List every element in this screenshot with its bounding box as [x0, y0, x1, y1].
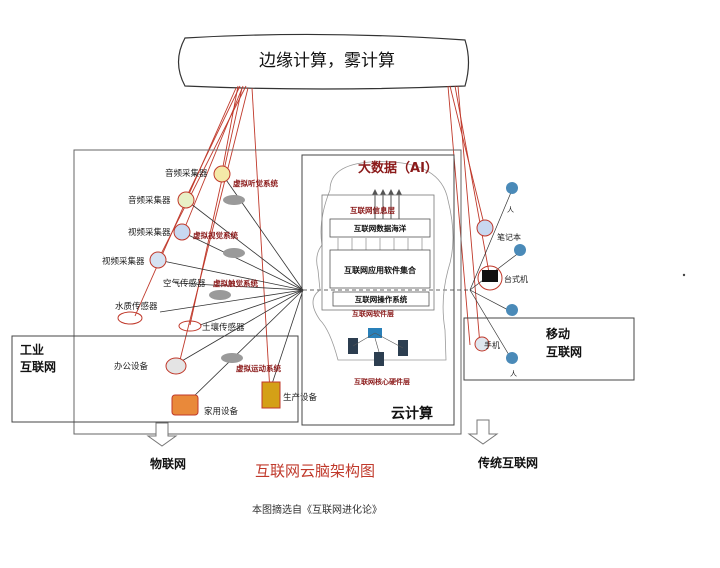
person-icons [506, 182, 526, 364]
mobile-internet-line2: 互联网 [546, 345, 582, 359]
device-label-2: 视频采集器 [128, 227, 171, 238]
device-label-8: 家用设备 [204, 406, 239, 417]
node-visual [223, 248, 245, 258]
mobile-phone-label: 手机 [484, 340, 500, 350]
mobile-internet-box: 移动 互联网 [463, 317, 635, 381]
person-icon [506, 304, 518, 316]
soil-sensor-icon [178, 320, 202, 332]
device-label-4: 空气传感器 [163, 278, 206, 289]
video-collector-icon [173, 223, 191, 241]
virtual-system-nodes [209, 195, 245, 363]
device-label-1: 音频采集器 [128, 195, 171, 206]
node-touch [209, 290, 231, 300]
industrial-internet-line1: 工业 [20, 342, 44, 357]
mobile-internet-line1: 移动 [546, 326, 570, 341]
node-hearing [223, 195, 245, 205]
industrial-internet-line2: 互联网 [20, 360, 56, 374]
cloud-connection-lines [134, 85, 491, 393]
video-collector-icon [149, 251, 167, 269]
desktop-icon [482, 270, 498, 282]
virtual-motion-label: 虚拟运动系统 [236, 363, 281, 373]
layer-data-ocean-box [329, 218, 431, 238]
laptop-icon [476, 219, 494, 237]
traditional-internet-down-arrow [467, 419, 499, 445]
layer-info: 互联网信息层 [350, 205, 395, 215]
stray-dot [682, 273, 686, 277]
device-label-5: 水质传感器 [115, 301, 158, 312]
desktop-label: 台式机 [504, 274, 528, 284]
audio-collector-icon [213, 165, 231, 183]
layer-os-box [332, 291, 430, 307]
edge-fog-computing-cloud: 边缘计算，雾计算 [177, 33, 470, 90]
mobile-phone-icon [474, 336, 490, 352]
cloud-brain: 大数据（AI） 互联网信息层 互联网数据海洋 互联网应用软件集合 互联网操作系统… [301, 154, 455, 426]
layer-software: 互联网软件层 [352, 309, 394, 318]
audio-collector-icon [177, 191, 195, 209]
layer-app-software: 互联网应用软件集合 [344, 265, 417, 275]
node-motion [221, 353, 243, 363]
iot-frame [73, 149, 462, 435]
layer-os: 互联网操作系统 [355, 294, 408, 304]
big-data-ai-label: 大数据（AI） [358, 160, 438, 176]
person-icon [506, 182, 518, 194]
left-device-icons [117, 165, 281, 416]
device-label-7: 办公设备 [114, 361, 149, 372]
device-label-0: 音频采集器 [165, 168, 208, 179]
brain-frame [301, 154, 455, 426]
device-label-3: 视频采集器 [102, 256, 145, 267]
layer-app-software-box [329, 249, 431, 289]
water-sensor-icon [117, 311, 143, 325]
caption-title: 互联网云脑架构图 [255, 462, 375, 480]
virtual-visual-label: 虚拟视觉系统 [193, 230, 238, 240]
device-label-6: 土壤传感器 [202, 322, 245, 333]
left-device-labels: 音频采集器 音频采集器 视频采集器 视频采集器 空气传感器 水质传感器 土壤传感… [102, 168, 318, 417]
device-link-lines [157, 173, 470, 401]
caption-source: 本图摘选自《互联网进化论》 [252, 503, 382, 516]
bottom-arrows [146, 419, 499, 447]
person-label: 人 [507, 206, 514, 214]
layer-stack-frame [321, 194, 435, 311]
iot-down-arrow [146, 422, 178, 447]
core-hardware-servers [348, 328, 408, 366]
layer-core-hardware: 互联网核心硬件层 [354, 377, 410, 386]
iot-label: 物联网 [150, 456, 186, 471]
head-silhouette [312, 161, 454, 361]
laptop-label: 笔记本 [497, 232, 521, 242]
person-icon [514, 244, 526, 256]
virtual-system-labels: 虚拟听觉系统 虚拟视觉系统 虚拟触觉系统 虚拟运动系统 [193, 178, 281, 373]
layer-data-ocean: 互联网数据海洋 [354, 223, 407, 233]
virtual-hearing-label: 虚拟听觉系统 [233, 178, 278, 188]
production-device-icon [261, 381, 281, 409]
virtual-touch-label: 虚拟触觉系统 [213, 278, 258, 288]
cloud-computing-label: 云计算 [391, 405, 433, 422]
edge-fog-computing-label: 边缘计算，雾计算 [259, 51, 395, 71]
person-icon [506, 352, 518, 364]
industrial-internet-box: 工业 互联网 [11, 335, 299, 423]
office-device-icon [165, 357, 187, 375]
person-label: 人 [510, 370, 517, 378]
device-label-9: 生产设备 [283, 392, 318, 403]
traditional-internet-label: 传统互联网 [477, 455, 538, 470]
home-appliance-icon [171, 394, 199, 416]
right-devices: 人 人 笔记本 台式机 手机 [469, 182, 528, 378]
